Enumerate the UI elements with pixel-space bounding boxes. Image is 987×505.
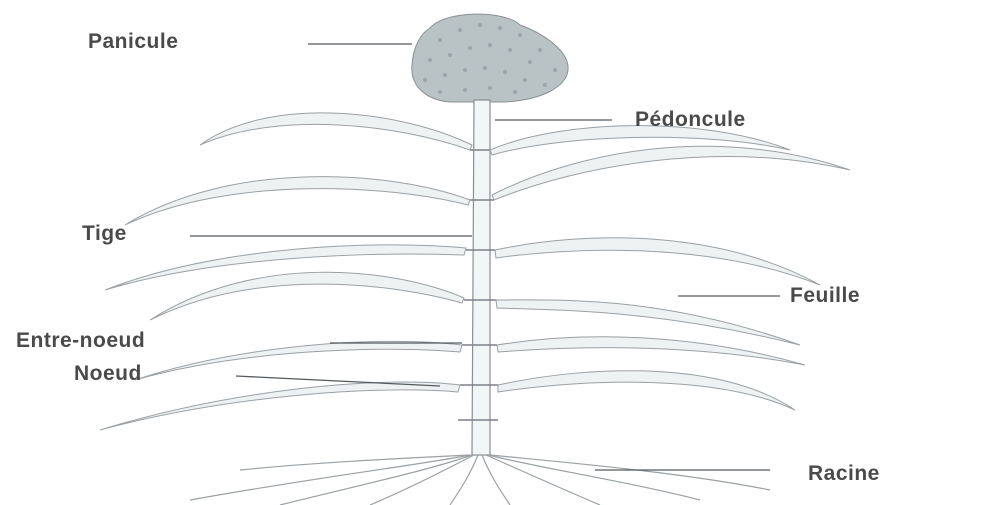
label-pedoncule: Pédoncule	[635, 108, 746, 132]
stem	[472, 100, 490, 455]
label-feuille: Feuille	[790, 284, 860, 308]
label-entre-noeud: Entre-noeud	[16, 329, 145, 353]
label-racine: Racine	[808, 462, 880, 486]
label-noeud: Noeud	[74, 362, 142, 386]
label-tige: Tige	[82, 222, 127, 246]
label-panicule: Panicule	[88, 30, 178, 54]
panicle	[412, 14, 568, 102]
roots	[190, 455, 770, 505]
